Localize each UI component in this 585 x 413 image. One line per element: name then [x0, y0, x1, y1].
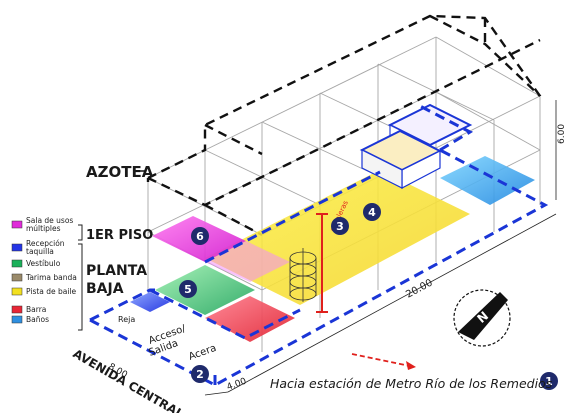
number-badge	[363, 203, 381, 221]
level-planta-baja-2: BAJA	[86, 281, 124, 297]
level-planta-baja-1: PLANTA	[86, 263, 147, 279]
legend-braces	[78, 224, 83, 331]
label-hacia-metro: Hacia estación de Metro Río de los Remed…	[270, 376, 553, 391]
legend-swatch	[11, 273, 23, 282]
zone-banos	[440, 156, 535, 205]
number-badge-label: 1	[545, 375, 553, 388]
direction-arrow	[351, 353, 416, 370]
legend-swatch	[11, 287, 23, 296]
level-primer-piso: 1ER PISO	[86, 228, 153, 243]
legend-swatch	[11, 315, 23, 324]
badges: 1 2 3 4 5 6	[179, 203, 558, 390]
legend-label: Pista de baile	[26, 287, 77, 296]
zone-vestibulo	[155, 265, 255, 315]
number-badge-label: 6	[196, 230, 204, 243]
number-badge-label: 2	[196, 368, 204, 381]
legend-label: Baños	[26, 315, 49, 324]
stair-height-marker	[316, 213, 328, 313]
number-badge	[191, 365, 209, 383]
number-badge-label: 5	[184, 283, 192, 296]
number-badge-label: 3	[336, 220, 344, 233]
level-azotea: AZOTEA	[86, 163, 154, 181]
number-badge	[191, 227, 209, 245]
number-badge	[179, 280, 197, 298]
legend-label: Vestíbulo	[26, 259, 61, 268]
legend-swatch	[11, 259, 23, 268]
roof-outline	[146, 14, 542, 237]
dim-height: 6.00	[557, 124, 567, 144]
spiral-staircase	[289, 248, 317, 302]
legend-swatch	[11, 220, 23, 229]
dimension-lines	[204, 100, 557, 396]
ground-outline	[89, 104, 549, 387]
label-avenida: AVENIDA CENTRAL	[71, 346, 187, 413]
number-badge	[540, 372, 558, 390]
label-acera: Acera	[187, 343, 218, 363]
number-badge	[331, 217, 349, 235]
zone-barra	[205, 296, 295, 342]
label-reja: Reja	[118, 315, 135, 324]
north-arrow-icon: N	[453, 289, 511, 347]
zone-recepcion	[130, 292, 170, 312]
legend-label: Barra	[26, 305, 46, 314]
legend-label: Tarima banda	[25, 273, 77, 282]
legend-swatch	[11, 305, 23, 314]
legend-swatch	[11, 243, 23, 252]
number-badge-label: 4	[368, 206, 376, 219]
upper-boxes	[359, 103, 473, 189]
dim-width: 4.00	[226, 376, 249, 392]
